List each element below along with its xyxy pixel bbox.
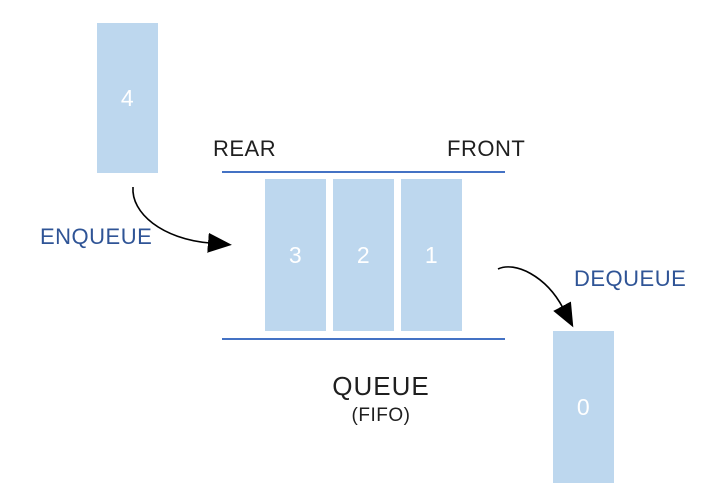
queue-block: 1 <box>401 179 462 331</box>
dequeue-arrow-icon <box>497 266 574 328</box>
enqueue-label: ENQUEUE <box>40 224 153 249</box>
queue-block: 3 <box>265 179 326 331</box>
queue-top-line <box>222 171 505 173</box>
queue-block-value: 1 <box>424 241 439 268</box>
outgoing-block-value: 0 <box>576 393 591 420</box>
caption: QUEUE (FIFO) <box>281 371 481 427</box>
rear-label: REAR <box>213 136 277 161</box>
outgoing-block: 0 <box>553 331 614 483</box>
queue-bottom-line <box>222 338 505 340</box>
queue-title: QUEUE <box>332 371 430 401</box>
incoming-block-value: 4 <box>120 84 135 111</box>
queue-block-value: 3 <box>288 241 303 268</box>
dequeue-label: DEQUEUE <box>574 266 687 291</box>
queue-block: 2 <box>333 179 394 331</box>
queue-subtitle: (FIFO) <box>351 405 411 426</box>
incoming-block: 4 <box>97 23 158 173</box>
front-label: FRONT <box>447 136 526 161</box>
queue-block-value: 2 <box>356 241 371 268</box>
